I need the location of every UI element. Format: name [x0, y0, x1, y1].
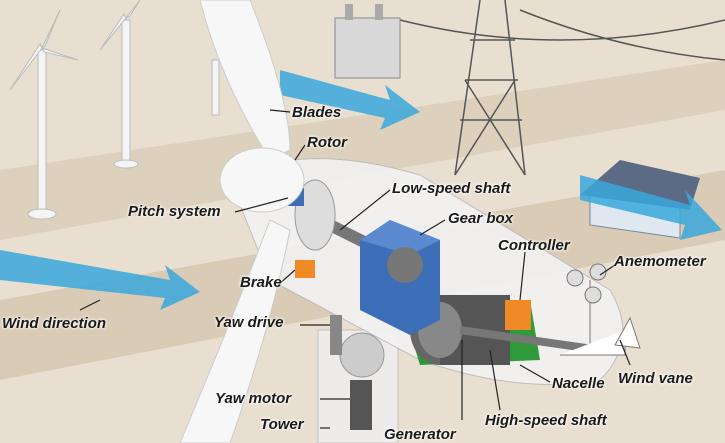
label-anemometer: Anemometer [614, 253, 706, 270]
gear-box [360, 220, 440, 335]
label-low-speed-shaft: Low-speed shaft [392, 180, 511, 197]
label-wind-direction: Wind direction [2, 315, 107, 332]
rotor-hub-disc [294, 179, 336, 251]
label-controller: Controller [498, 237, 570, 254]
label-yaw-drive: Yaw drive [214, 314, 284, 331]
label-tower: Tower [260, 416, 304, 433]
label-yaw-motor: Yaw motor [215, 390, 292, 407]
label-blades: Blades [292, 104, 342, 121]
brake [295, 260, 315, 278]
field-band [0, 60, 725, 240]
label-nacelle: Nacelle [552, 375, 605, 392]
leader-lines [79, 109, 631, 429]
controller [505, 300, 531, 330]
anemometer [566, 263, 607, 345]
yaw-motor [350, 380, 372, 430]
transmission-tower [399, 0, 725, 176]
yaw-drive-gear [339, 332, 385, 378]
label-high-speed-shaft: High-speed shaft [485, 412, 607, 429]
yaw-drive [330, 315, 342, 355]
transformer [334, 4, 401, 79]
background-turbine [9, 0, 220, 220]
label-gear-box: Gear box [448, 210, 514, 227]
label-pitch-system: Pitch system [128, 203, 221, 220]
wind-arrow [0, 70, 722, 310]
wind-vane [560, 316, 641, 356]
label-brake: Brake [240, 274, 282, 291]
label-wind-vane: Wind vane [618, 370, 693, 387]
high-speed-shaft [459, 326, 601, 354]
blades [179, 0, 305, 443]
label-generator: Generator [384, 426, 456, 443]
label-rotor: Rotor [307, 134, 347, 151]
